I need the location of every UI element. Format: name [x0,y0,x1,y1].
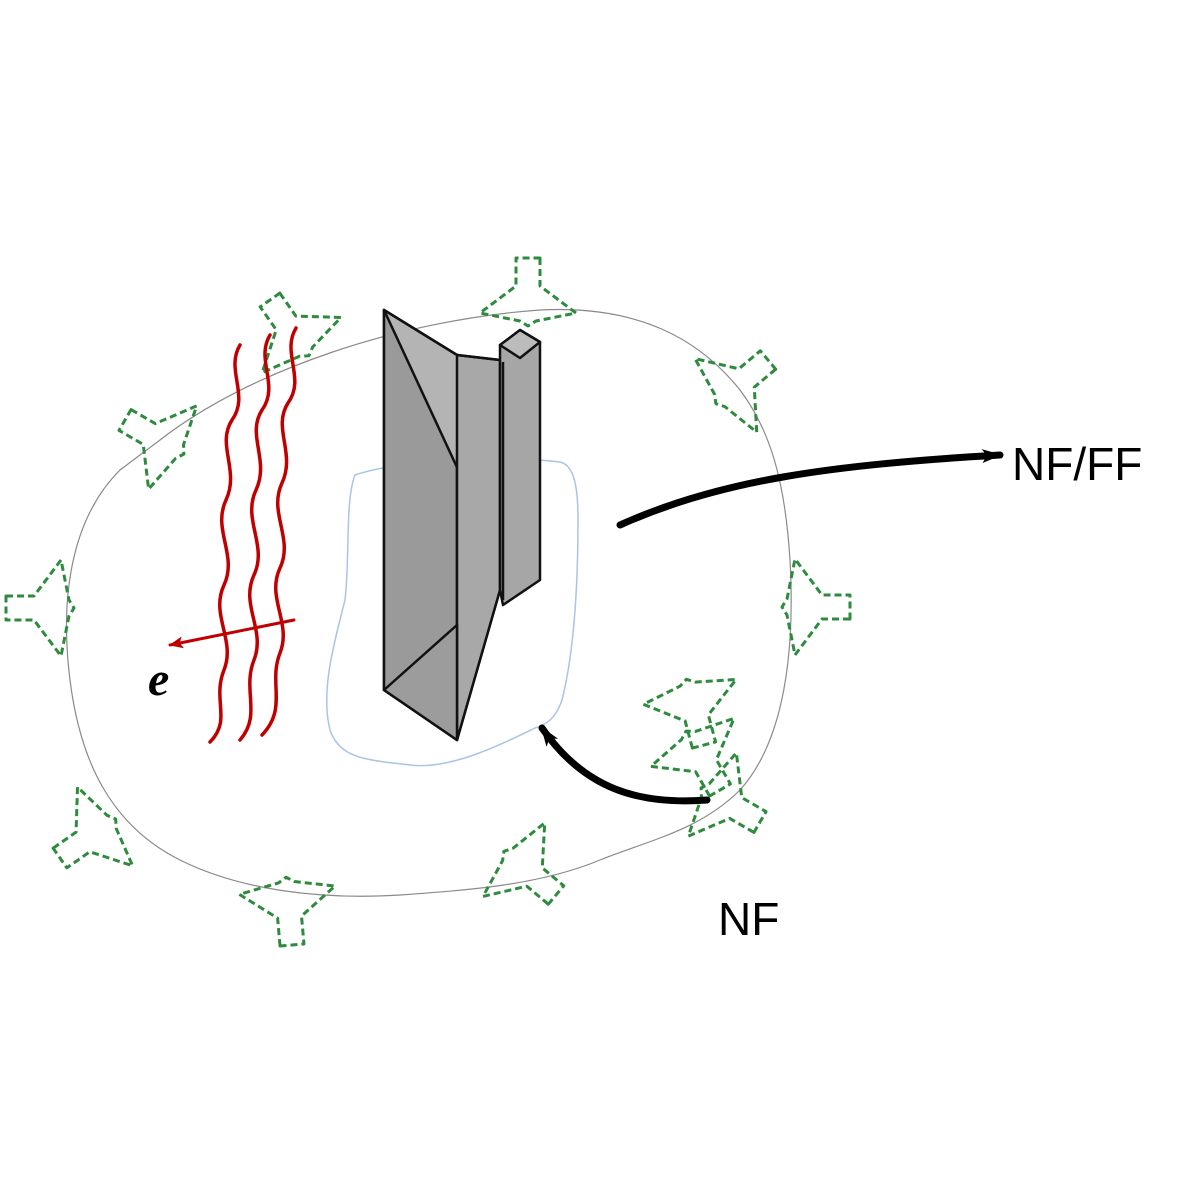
probe-horn-icon [258,291,343,375]
probe-horn-icon [641,677,738,750]
nf-source-arrow [538,724,711,805]
nf-label: NF [718,893,779,945]
probe-horn-icon [4,558,76,658]
probe-horn-icon [693,349,778,434]
probe-array [4,256,852,948]
probe-horn-icon [481,821,566,906]
nf-to-ff-arrow [616,449,1004,529]
probe-horn-icon [686,751,768,838]
probe-horn-icon [237,875,337,948]
probe-horn-icon [478,256,578,328]
probe-horn-icon [117,404,199,491]
probe-horn-icon [51,785,135,870]
source-boundary [325,458,579,767]
probe-horn-icon [649,716,736,798]
probe-horn-icon [780,557,852,657]
wave-symbol-label: e [148,653,169,706]
horn-antenna-icon [382,308,542,742]
nf-ff-label: NF/FF [1012,438,1142,490]
plane-wave-icon [168,326,298,744]
measurement-surface [65,308,792,897]
